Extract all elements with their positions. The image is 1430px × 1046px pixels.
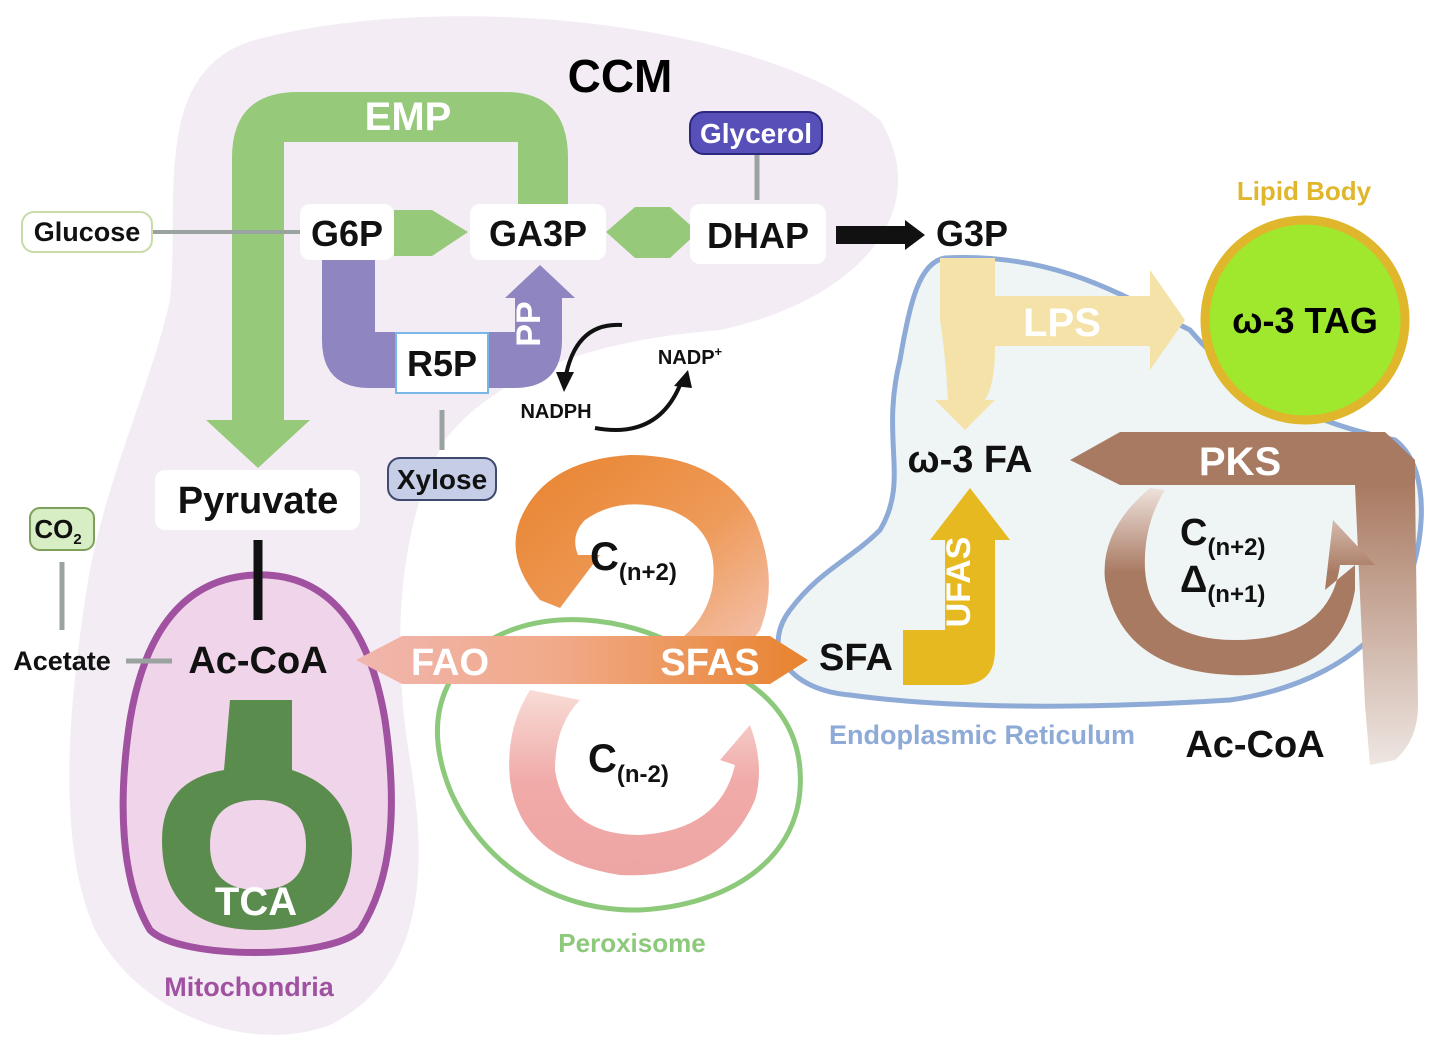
emp-label: EMP [365,95,452,139]
acetyl-coa-mito-label: Ac-CoA [188,640,327,682]
nadph-cycle-lower-arrow [594,379,684,432]
g6p-label: G6P [311,213,383,254]
tca-label: TCA [215,880,297,924]
pks-arrow [1070,432,1415,485]
pp-label: PP [510,301,548,346]
nadp-plus-label: NADP+ [658,344,723,369]
pks-cycle-spiral [1104,488,1375,676]
pp-pathway-arrow [322,258,575,388]
lps-pathway-arrow [935,258,1185,430]
nadph-label: NADPH [520,401,591,423]
peroxisome-label: Peroxisome [558,928,705,958]
acetate-label: Acetate [13,646,111,676]
er-label: Endoplasmic Reticulum [829,720,1135,750]
r5p-label: R5P [407,343,477,384]
glucose-label: Glucose [34,217,141,247]
lps-label: LPS [1023,301,1101,345]
omega3-tag-label: ω-3 TAG [1232,300,1378,341]
fao-oxidation-spiral [509,690,759,876]
omega3-fa-label: ω-3 FA [907,439,1032,481]
peroxisome-compartment [434,617,803,913]
lipid-body-label: Lipid Body [1237,176,1372,206]
g6p-box [300,204,394,260]
c-n-minus-2-label: C(n-2) [588,737,669,788]
co2-box [29,507,95,551]
pyruvate-box [155,470,360,530]
g3p-label: G3P [936,213,1008,254]
c-n-plus-2-fas-label: C(n+2) [590,535,677,586]
ufas-pathway-arrow [903,488,1010,685]
acetyl-coa-er-label: Ac-CoA [1185,724,1324,766]
xylose-box [387,457,497,501]
mitochondria-label: Mitochondria [164,972,334,1002]
nadph-cycle-lower-head [674,370,692,388]
emp-pathway-arrow [206,92,568,468]
ga3p-label: GA3P [489,213,587,254]
pks-label: PKS [1199,440,1281,484]
ga3p-dhap-reversible-arrow [606,207,698,258]
sfas-label: SFAS [660,642,759,684]
glycerol-box [689,111,823,155]
glucose-box [21,211,153,253]
g6p-to-ga3p-arrow [394,210,468,256]
glycerol-label: Glycerol [700,118,812,149]
fao-label: FAO [411,642,489,684]
fas-elongation-spiral [515,455,769,660]
tca-cycle-arrow [162,700,352,930]
ufas-label: UFAS [940,537,978,628]
c-n-plus-2-pks-label: C(n+2) [1180,512,1265,561]
xylose-label: Xylose [397,464,487,495]
r5p-box [395,332,489,394]
pyruvate-label: Pyruvate [178,480,339,522]
dhap-box [690,204,826,264]
lipid-body [1200,215,1410,425]
nadph-cycle-upper-head [556,372,574,392]
fao-sfas-arrow [356,636,808,684]
dhap-to-g3p-arrow [836,220,925,250]
nadph-cycle-upper-arrow [563,322,623,381]
pks-tail [1355,485,1418,765]
ccm-title: CCM [568,50,673,102]
delta-n-plus-1-label: Δ(n+1) [1180,559,1265,608]
ga3p-box [470,204,606,260]
dhap-label: DHAP [707,215,809,256]
co2-label: CO2 [34,514,81,548]
sfa-label: SFA [819,637,893,679]
